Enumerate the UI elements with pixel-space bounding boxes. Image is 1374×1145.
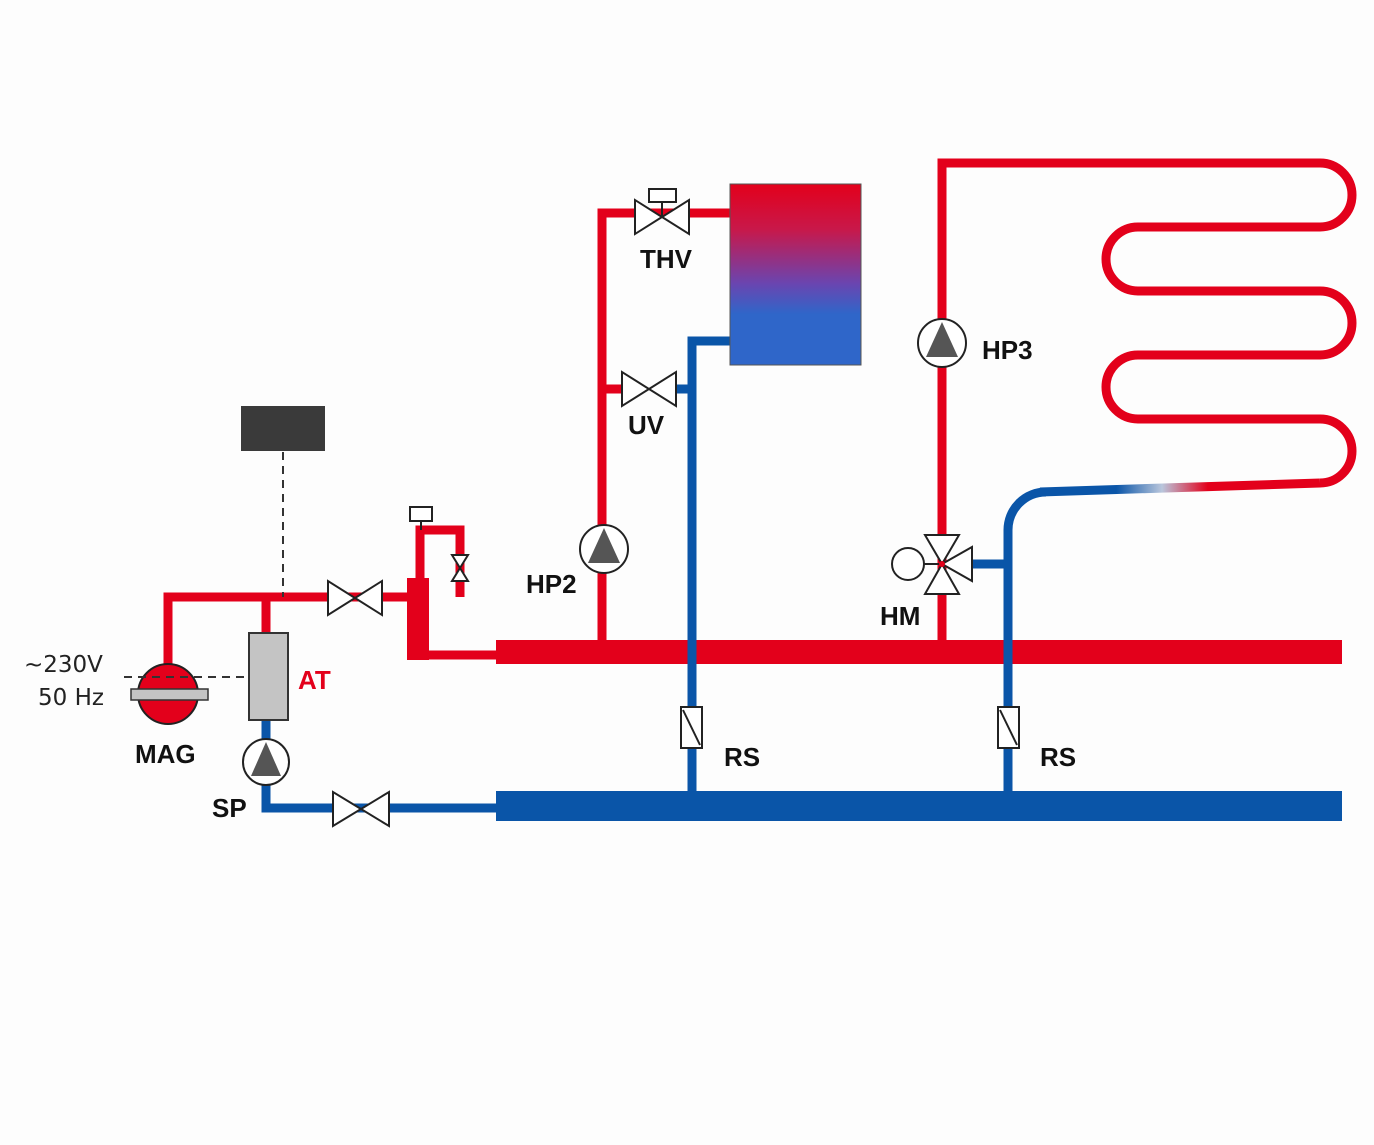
check-valve-rs-right — [997, 706, 1020, 749]
return-header-pipe — [496, 791, 1342, 821]
label-rs-left: RS — [724, 742, 760, 772]
supply-header-pipe — [496, 640, 1342, 664]
heat-exchanger-at — [248, 632, 289, 721]
label-thv: THV — [640, 244, 693, 274]
bypass-valve-uv — [621, 370, 677, 408]
check-valve-rs-left — [680, 706, 703, 749]
air-separator — [407, 578, 429, 660]
label-uv: UV — [628, 410, 665, 440]
supply-isolation-valve — [327, 579, 383, 617]
storage-tank — [729, 183, 862, 366]
label-mag: MAG — [135, 739, 196, 769]
return-isolation-valve — [332, 790, 390, 828]
hp2-circuit-return — [676, 336, 732, 800]
label-hp2: HP2 — [526, 569, 577, 599]
hp2-circuit-supply — [597, 208, 733, 642]
label-sp: SP — [212, 793, 247, 823]
label-rs-right: RS — [1040, 742, 1076, 772]
mixing-valve-hm — [891, 534, 973, 595]
pump-hp2 — [579, 524, 629, 574]
pump-hp3 — [917, 318, 967, 368]
expansion-vessel-mag — [130, 663, 209, 725]
label-hm: HM — [880, 601, 920, 631]
thermostatic-valve-thv — [634, 188, 690, 236]
floor-heating-return-pipe — [1003, 487, 1047, 800]
label-frequency: 50 Hz — [38, 685, 104, 711]
label-voltage: ~230V — [24, 652, 103, 678]
pump-sp — [242, 738, 290, 786]
label-hp3: HP3 — [982, 335, 1033, 365]
label-at: AT — [298, 665, 331, 695]
floor-heating-return-transition — [1039, 478, 1321, 497]
controller-box — [241, 406, 325, 451]
air-vent-valve — [409, 506, 470, 582]
left-return-pipes — [261, 720, 500, 813]
floor-heating-coil — [937, 158, 1357, 642]
